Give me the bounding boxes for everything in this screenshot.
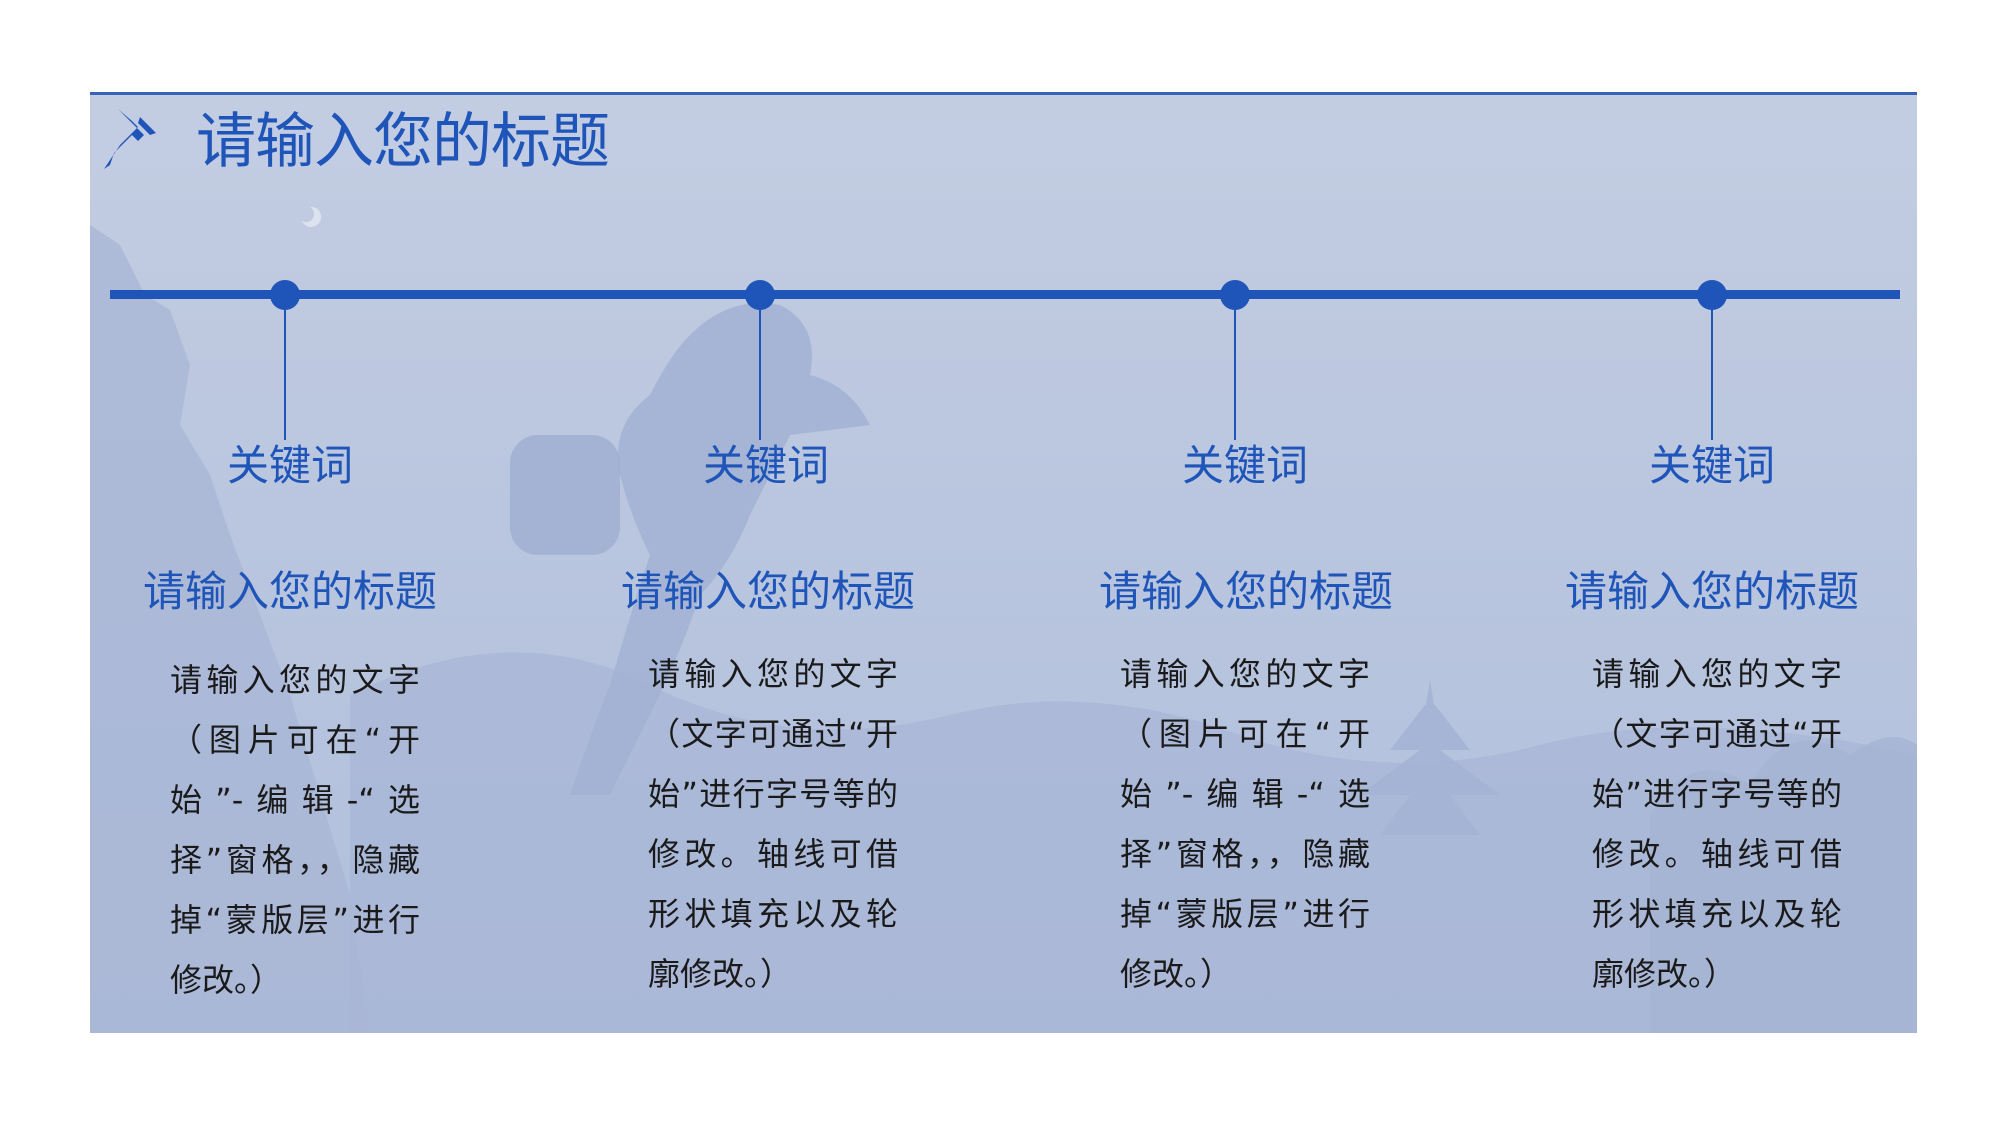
item-text: 请输入您的文字（文字可通过“开始”进行字号等的修改。轴线可借形状填充以及轮廓修改… — [1592, 655, 1842, 993]
item-text: 请输入您的文字（图片可在“开始”-编辑-“选择”窗格，，隐藏掉“蒙版层”进行修改… — [1120, 655, 1370, 993]
keyword-label: 关键词 — [702, 441, 829, 490]
keyword-label: 关键词 — [1181, 441, 1308, 490]
timeline-stem — [1234, 300, 1236, 440]
timeline-axis — [110, 290, 1900, 299]
item-title: 请输入您的标题 — [142, 567, 437, 616]
background-panel — [90, 92, 1917, 1033]
timeline-stem — [284, 300, 286, 440]
item-text: 请输入您的文字（图片可在“开始”-编辑-“选择”窗格，，隐藏掉“蒙版层”进行修改… — [170, 661, 420, 999]
item-title: 请输入您的标题 — [620, 567, 915, 616]
keyword-label: 关键词 — [1648, 441, 1775, 490]
item-title: 请输入您的标题 — [1564, 567, 1859, 616]
timeline-stem — [759, 300, 761, 440]
page-title: 请输入您的标题 — [196, 107, 610, 177]
pushpin-icon — [104, 109, 156, 169]
timeline-stem — [1711, 300, 1713, 440]
item-text: 请输入您的文字（文字可通过“开始”进行字号等的修改。轴线可借形状填充以及轮廓修改… — [648, 655, 898, 993]
item-title: 请输入您的标题 — [1098, 567, 1393, 616]
photographer-silhouette-image — [90, 206, 1917, 1033]
keyword-label: 关键词 — [226, 441, 353, 490]
